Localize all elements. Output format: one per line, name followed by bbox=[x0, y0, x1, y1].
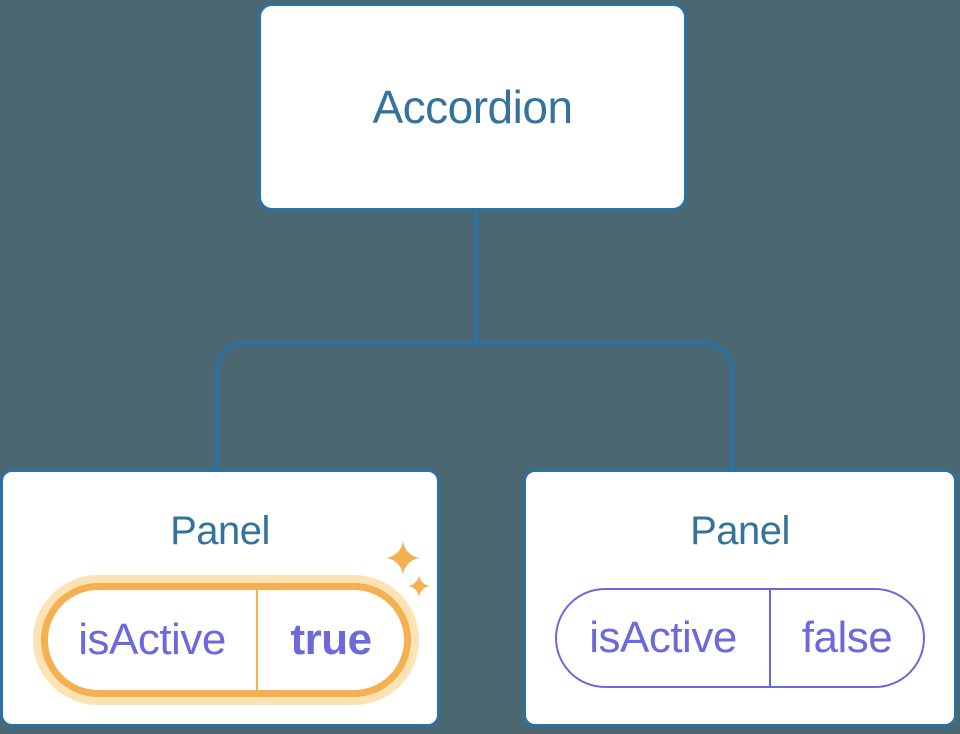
panel-title: Panel bbox=[170, 509, 270, 553]
node-panel-inactive: Panel isActive false bbox=[523, 469, 957, 727]
node-accordion: Accordion bbox=[258, 3, 687, 211]
panel-title: Panel bbox=[690, 509, 790, 553]
node-panel-active: Panel isActive true bbox=[0, 469, 440, 727]
state-pill-active: isActive true bbox=[41, 583, 411, 697]
state-value-label: false bbox=[801, 613, 893, 662]
pill-divider bbox=[256, 590, 258, 690]
accordion-label: Accordion bbox=[372, 81, 573, 133]
state-key-label: isActive bbox=[589, 613, 737, 662]
state-pill-inactive: isActive false bbox=[555, 588, 925, 688]
state-key-label: isActive bbox=[78, 615, 226, 664]
state-value-label: true bbox=[290, 615, 372, 664]
pill-divider bbox=[769, 590, 771, 686]
sparkles-icon bbox=[386, 541, 430, 597]
connector-stem bbox=[474, 210, 478, 345]
connector-branch bbox=[215, 341, 734, 469]
